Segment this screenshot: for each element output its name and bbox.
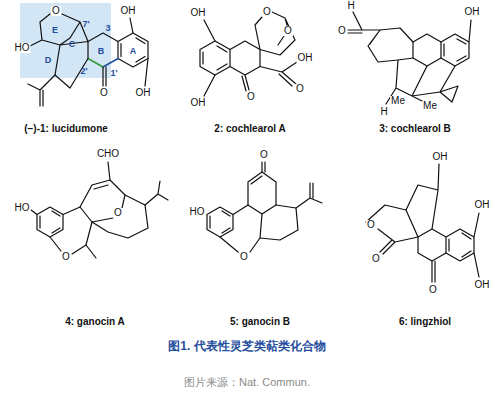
atom-label: OH	[190, 98, 207, 108]
atom-label: O	[51, 6, 61, 16]
atom-label: HO	[14, 203, 31, 213]
atom-label: O	[99, 88, 109, 98]
compound-name: (−)-1: lucidumone	[24, 124, 108, 134]
atom-label: HO	[14, 43, 31, 53]
figure-caption: 图1. 代表性灵芝类萜类化合物	[168, 340, 325, 352]
atom-label: O	[262, 7, 272, 17]
source-note: 图片来源：Nat. Commun.	[184, 377, 310, 388]
atom-label: O	[61, 252, 71, 262]
atom-label: O	[337, 26, 347, 36]
compound-name: 4: ganocin A	[65, 317, 125, 327]
atom-label: O	[371, 254, 381, 264]
lingzhiol-structure	[366, 164, 479, 282]
atom-label: OH	[135, 88, 152, 98]
atom-label: O	[239, 252, 249, 262]
atom-label: H	[346, 1, 355, 11]
atom-label: OH	[297, 53, 314, 63]
atom-label: OH	[474, 280, 491, 290]
ring-label: 2'	[80, 67, 87, 76]
ring-label: 3	[105, 24, 110, 33]
atom-label: OH	[432, 152, 449, 162]
ganocin-a-structure	[31, 162, 168, 258]
ring-label: 7'	[82, 20, 89, 29]
atom-label: O	[283, 26, 293, 36]
ring-label: E	[52, 26, 58, 35]
compound-name: 5: ganocin B	[230, 317, 290, 327]
atom-label: O	[428, 285, 438, 295]
atom-label: Me	[390, 96, 406, 106]
ring-label: C	[69, 40, 76, 49]
atom-label: OH	[120, 6, 137, 16]
compound-name: 6: lingzhiol	[399, 317, 451, 327]
ganocin-b-structure	[207, 162, 322, 252]
ring-label: 1'	[110, 69, 117, 78]
atom-label: OH	[474, 200, 491, 210]
ring-label: B	[98, 47, 105, 56]
ring-label: A	[130, 47, 137, 56]
compound-name: 2: cochlearol A	[214, 124, 285, 134]
ring-label: D	[45, 56, 52, 65]
atom-label: O	[113, 208, 123, 218]
atom-label: HO	[189, 207, 206, 217]
atom-label: O	[246, 92, 256, 102]
atom-label: O	[295, 84, 305, 94]
lucidumone-structure	[28, 14, 148, 106]
atom-label: OH	[464, 7, 481, 17]
atom-label: OH	[190, 8, 207, 18]
cochlearol-a-structure	[200, 12, 297, 96]
atom-label: CHO	[96, 149, 120, 159]
cochlearol-b-structure	[348, 12, 471, 104]
atom-label: H	[379, 107, 388, 117]
atom-label: O	[259, 150, 269, 160]
compound-name: 3: cochlearol B	[379, 124, 451, 134]
atom-label: O	[366, 220, 376, 230]
atom-label: Me	[422, 101, 438, 111]
